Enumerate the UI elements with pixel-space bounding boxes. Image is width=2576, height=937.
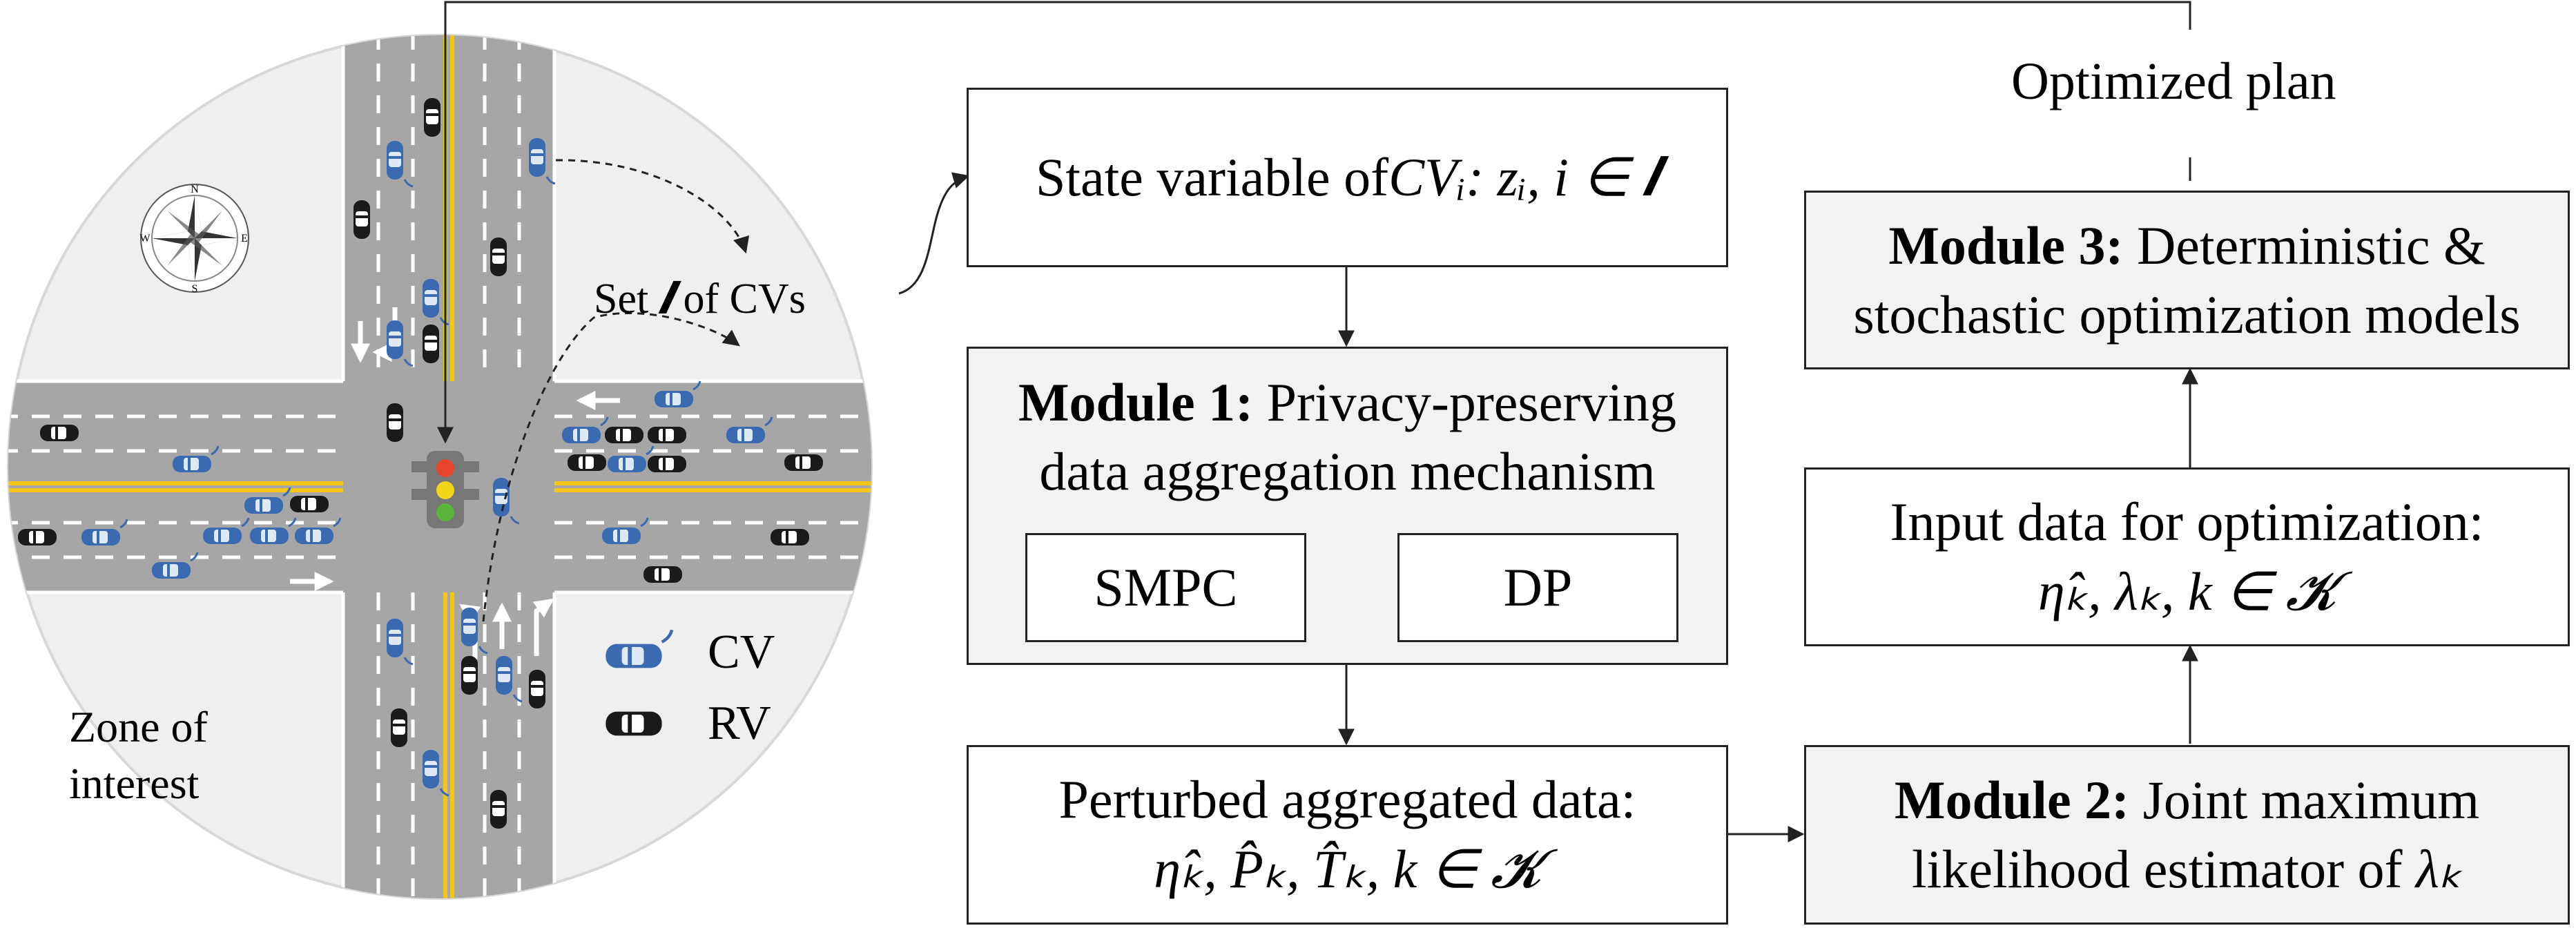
perturbed-line-1: Perturbed aggregated data: xyxy=(1058,769,1636,830)
smpc-label: SMPC xyxy=(1094,557,1238,618)
smpc-box: SMPC xyxy=(1025,533,1306,642)
state-variable-box: State variable of CVᵢ: zᵢ, i ∈ 𝑰 xyxy=(967,88,1728,267)
module-3-line-2: stochastic optimization models xyxy=(1853,284,2521,345)
module-3-title-bold: Module 3: xyxy=(1888,215,2124,276)
rv-car-icon xyxy=(354,200,370,239)
set-label-prefix: Set xyxy=(594,276,659,322)
module-3-box: Module 3: Deterministic & stochastic opt… xyxy=(1804,191,2570,369)
rv-car-icon xyxy=(490,238,507,276)
perturbed-math: η̂ₖ, P̂ₖ, T̂ₖ, k ∈ 𝓚 xyxy=(1154,839,1541,900)
traffic-light-icon xyxy=(411,451,479,528)
module-1-title-rest: Privacy-preserving xyxy=(1253,372,1677,432)
optimized-plan-label: Optimized plan xyxy=(2011,52,2336,110)
zone-of-interest-label: Zone of interest xyxy=(69,699,208,812)
rv-car-icon xyxy=(391,708,407,747)
legend-rv-label: RV xyxy=(708,697,771,750)
module-2-line-2: likelihood estimator of λₖ xyxy=(1912,835,2462,904)
input-data-math: η̂ₖ, λₖ, k ∈ 𝓚 xyxy=(2038,561,2336,621)
rv-car-icon xyxy=(643,566,682,583)
module-2-title-rest: Joint maximum xyxy=(2129,770,2480,831)
module-3-title-rest: Deterministic & xyxy=(2123,215,2486,276)
rv-car-icon xyxy=(771,529,809,545)
set-label-suffix: of CVs xyxy=(672,276,806,322)
rv-car-icon xyxy=(290,496,329,512)
module-1-title: Module 1: Privacy-preserving xyxy=(1018,368,1676,437)
zone-line-1: Zone of xyxy=(69,702,208,751)
dp-label: DP xyxy=(1503,557,1573,618)
module-2-line-2-math: λₖ xyxy=(2416,839,2463,899)
legend-cv-label: CV xyxy=(708,626,775,679)
module-2-line-2-text: likelihood estimator of xyxy=(1911,839,2417,899)
compass-south-label: S xyxy=(192,283,198,295)
connectors xyxy=(437,1,2198,842)
module-1-title-bold: Module 1: xyxy=(1018,372,1254,432)
rv-car-icon xyxy=(387,403,403,442)
module-2-title: Module 2: Joint maximum xyxy=(1895,766,2479,835)
zone-line-2: interest xyxy=(69,758,200,808)
compass-east-label: E xyxy=(241,233,248,244)
state-variable-text: State variable of CVᵢ: zᵢ, i ∈ 𝑰 xyxy=(1036,142,1659,212)
state-variable-label: State variable of xyxy=(1035,147,1389,208)
input-data-line-1: Input data for optimization: xyxy=(1890,491,2484,552)
cv-set-dashed-arrows xyxy=(482,159,750,622)
rv-car-icon xyxy=(461,656,478,695)
rv-car-icon xyxy=(18,529,57,545)
module-1-line-2: data aggregation mechanism xyxy=(1039,441,1656,501)
set-of-cvs-label: Set 𝑰 of CVs xyxy=(594,275,806,324)
rv-car-icon xyxy=(568,454,606,471)
legend-rv-icon xyxy=(606,711,662,736)
module-2-box: Module 2: Joint maximum likelihood estim… xyxy=(1804,745,2570,925)
module-3-title: Module 3: Deterministic & xyxy=(1888,211,2485,280)
rv-car-icon xyxy=(784,454,823,471)
perturbed-data-box: Perturbed aggregated data: η̂ₖ, P̂ₖ, T̂ₖ… xyxy=(967,745,1728,925)
rv-car-icon xyxy=(40,425,79,441)
compass-west-label: W xyxy=(139,233,151,244)
input-data-box: Input data for optimization: η̂ₖ, λₖ, k … xyxy=(1804,467,2570,646)
set-label-math: 𝑰 xyxy=(659,276,672,322)
rv-car-icon xyxy=(490,790,507,829)
rv-car-icon xyxy=(424,98,440,137)
state-variable-math: CVᵢ: zᵢ, i ∈ 𝑰 xyxy=(1388,147,1660,208)
compass-north-label: N xyxy=(191,184,199,195)
rv-car-icon xyxy=(648,427,686,443)
rv-car-icon xyxy=(648,456,686,472)
rv-car-icon xyxy=(529,670,545,708)
dp-box: DP xyxy=(1397,533,1678,642)
rv-car-icon xyxy=(605,427,643,443)
rv-car-icon xyxy=(423,325,439,363)
compass-icon: N S E W xyxy=(139,184,249,295)
module-2-title-bold: Module 2: xyxy=(1894,770,2130,831)
